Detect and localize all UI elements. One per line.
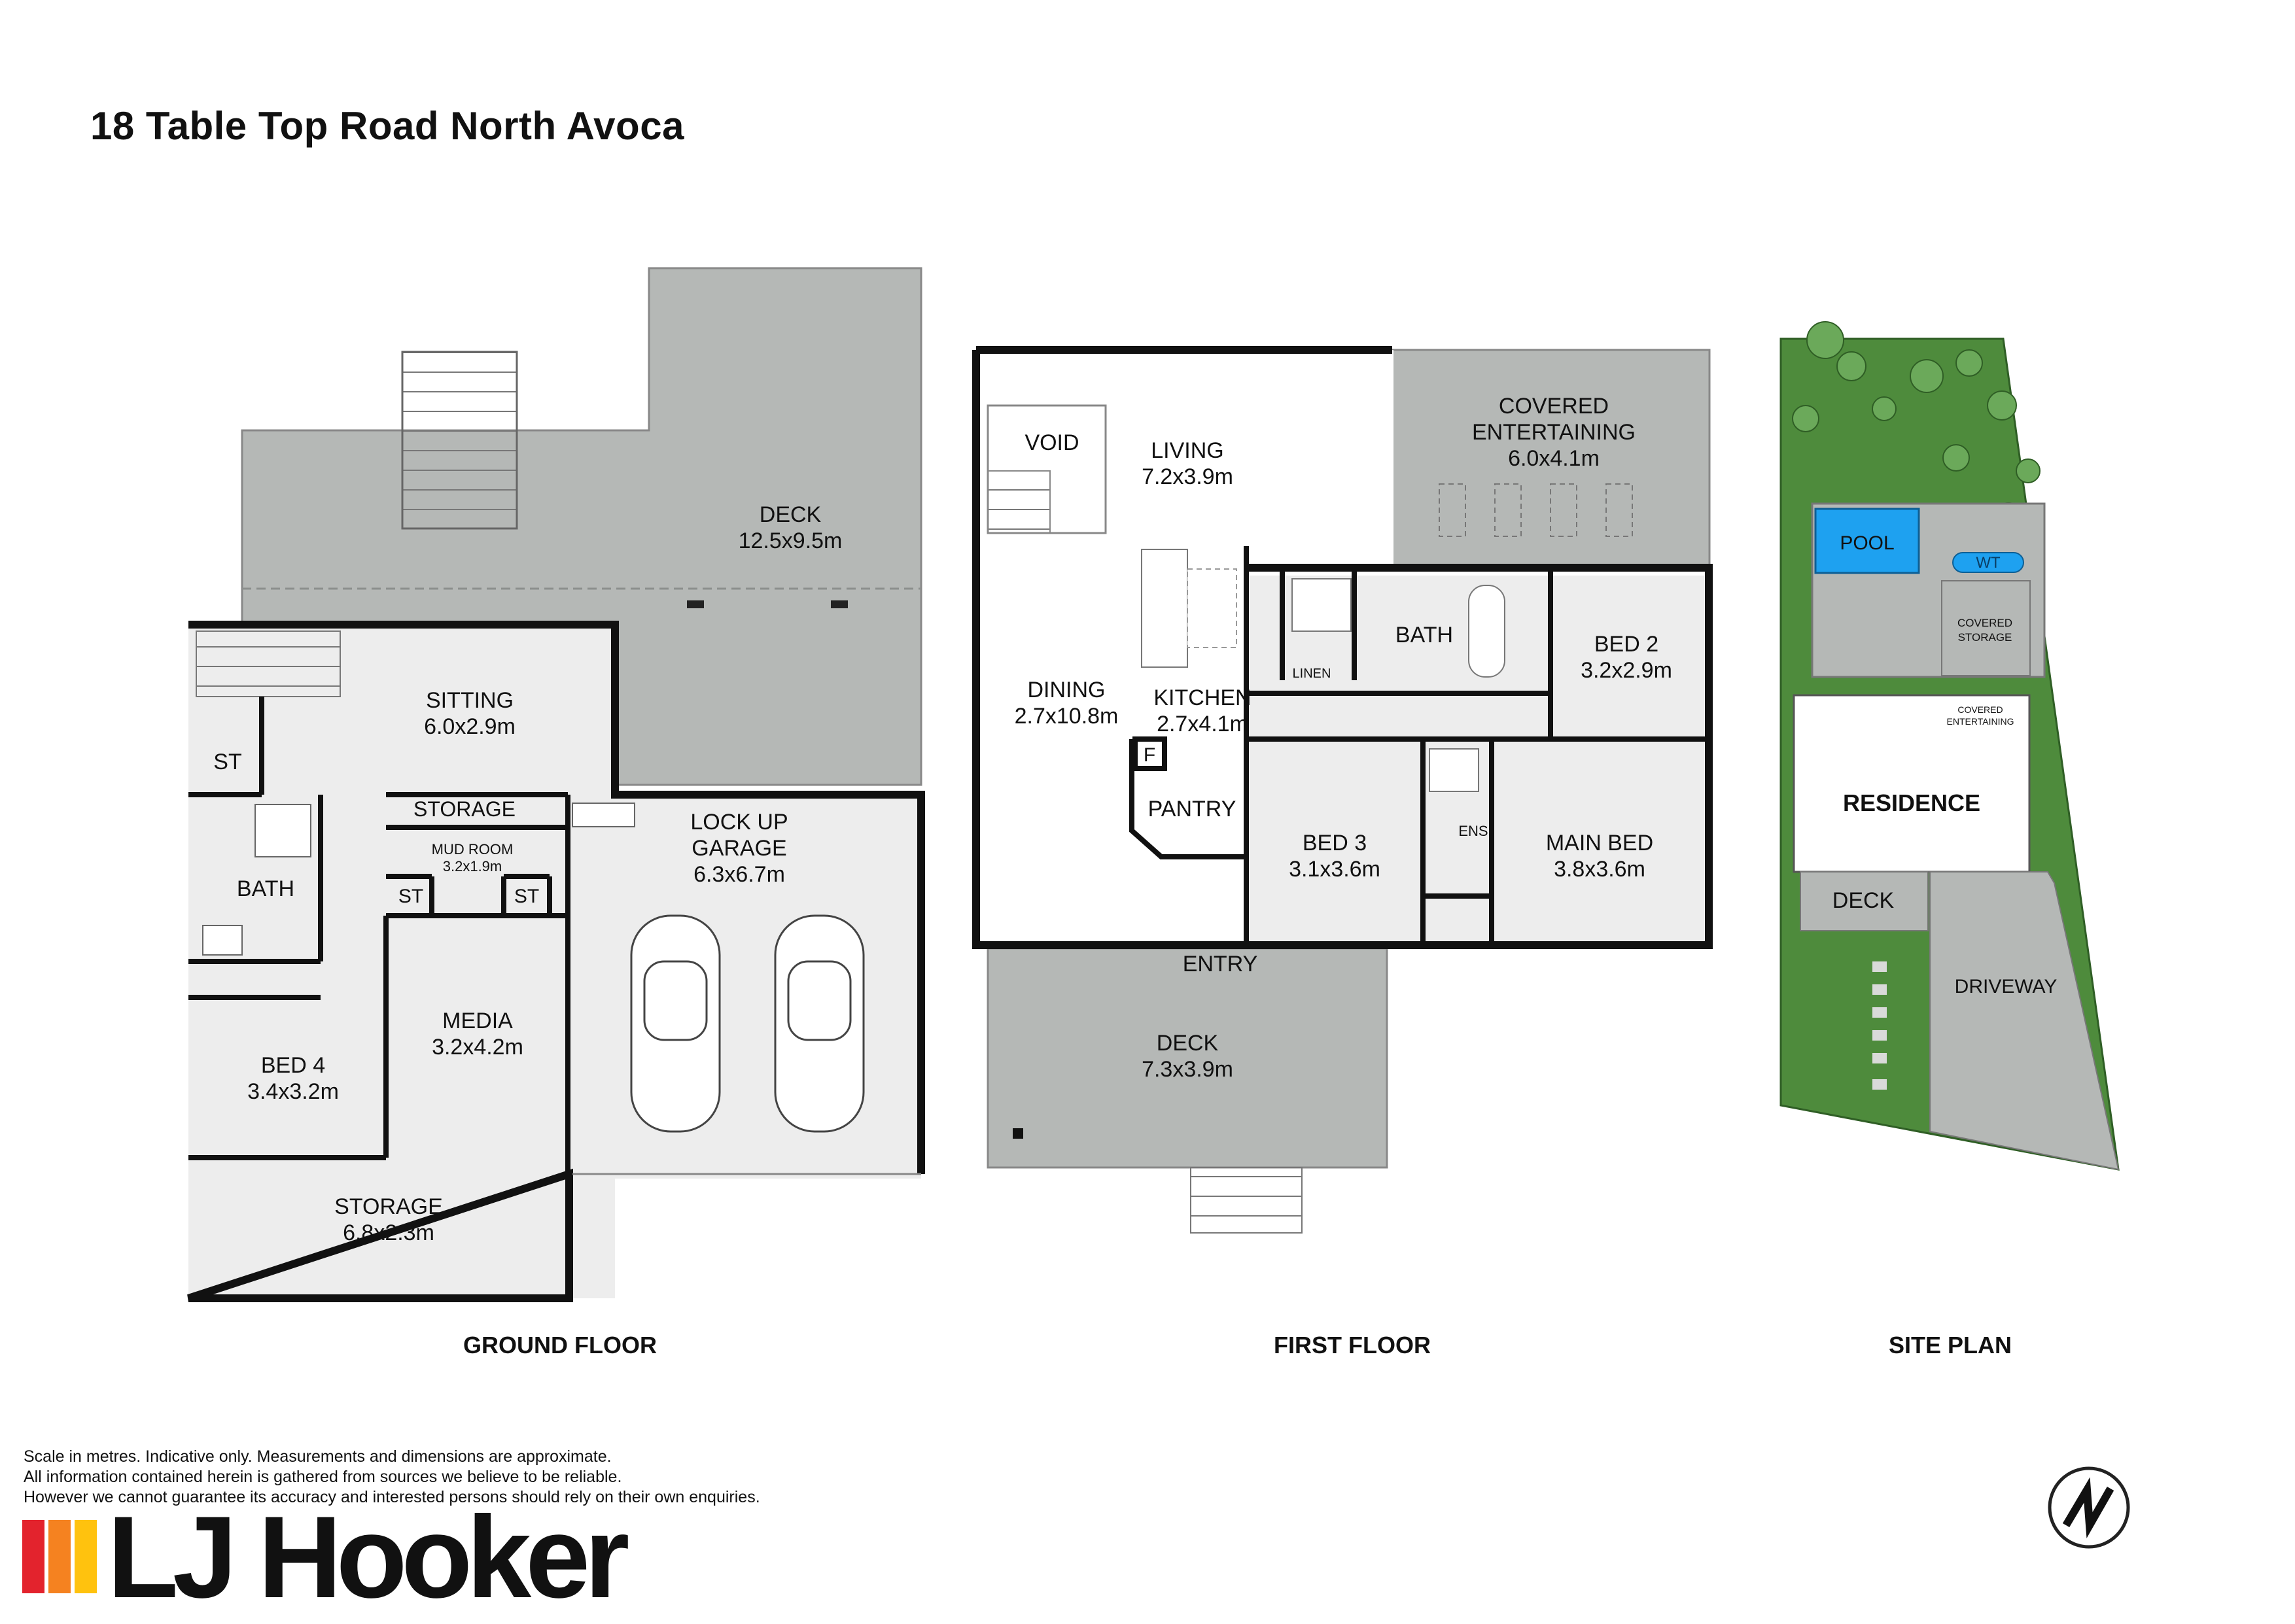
garage-car-left: [630, 914, 721, 1133]
covered-storage-2: STORAGE: [1958, 631, 2012, 644]
north-arrow-icon: [2048, 1466, 2130, 1549]
bed3-size: 3.1x3.6m: [1289, 857, 1380, 882]
main-bed-name: MAIN BED: [1546, 831, 1653, 855]
ground-outer-walls: [187, 621, 925, 1302]
site-driveway: [1929, 871, 2120, 1171]
covered-name-2: ENTERTAINING: [1472, 420, 1636, 445]
bed2-size: 3.2x2.9m: [1581, 658, 1672, 683]
ground-bath-label: BATH: [237, 876, 294, 901]
site-residence: [1793, 694, 2031, 873]
storage-size: 6.8x2.3m: [343, 1220, 434, 1245]
disclaimer-line: However we cannot guarantee its accuracy…: [24, 1488, 760, 1506]
mud-room-size: 3.2x1.9m: [443, 858, 502, 874]
main-bed-size: 3.8x3.6m: [1554, 857, 1645, 882]
ground-floor-plan: DECK 12.5x9.5m SITTING 6.0x2.9m ST STORA…: [187, 267, 925, 1302]
driveway-label: DRIVEWAY: [1955, 976, 2058, 997]
entry-label: ENTRY: [1183, 952, 1258, 976]
covered-ent-2: ENTERTAINING: [1947, 716, 2014, 727]
covered-name-1: COVERED: [1499, 394, 1609, 419]
dining-name: DINING: [1028, 678, 1106, 702]
first-outer-walls: [972, 346, 1713, 949]
bed4-size: 3.4x3.2m: [247, 1079, 339, 1104]
first-deck-size: 7.3x3.9m: [1142, 1057, 1233, 1082]
living-name: LIVING: [1151, 438, 1223, 463]
disclaimer-line: Scale in metres. Indicative only. Measur…: [24, 1447, 612, 1466]
mud-room-name: MUD ROOM: [432, 841, 514, 857]
ground-rear-stairs: [401, 351, 518, 530]
covered-storage-1: COVERED: [1957, 617, 2012, 629]
garage-car-right: [774, 914, 865, 1133]
disclaimer-line: All information contained herein is gath…: [24, 1468, 622, 1486]
covered-ent-1: COVERED: [1957, 704, 2003, 715]
dining-size: 2.7x10.8m: [1015, 704, 1119, 729]
media-name: MEDIA: [442, 1009, 513, 1033]
kitchen-name: KITCHEN: [1153, 685, 1251, 710]
bed2-name: BED 2: [1594, 632, 1658, 657]
ground-deck-size: 12.5x9.5m: [739, 528, 843, 553]
garage-name-1: LOCK UP: [690, 810, 788, 835]
ens-label: ENS: [1458, 823, 1488, 839]
media-size: 3.2x4.2m: [432, 1035, 523, 1060]
living-size: 7.2x3.9m: [1142, 464, 1233, 489]
first-deck-area: [987, 947, 1388, 1169]
bed3-name: BED 3: [1303, 831, 1367, 855]
storage-name: STORAGE: [334, 1194, 443, 1219]
disclaimer: Scale in metres. Indicative only. Measur…: [24, 1447, 760, 1508]
ground-deck-name: DECK: [760, 502, 822, 527]
wt-label: WT: [1976, 554, 2001, 572]
first-floor-plan: VOID LIVING 7.2x3.9m COVERED ENTERTAININ…: [972, 346, 1713, 1234]
garage-name-2: GARAGE: [692, 836, 786, 861]
sitting-size: 6.0x2.9m: [424, 714, 516, 739]
site-plan: POOL WT COVERED STORAGE COVERED ENTERTAI…: [1779, 321, 2120, 1171]
first-deck-name: DECK: [1157, 1031, 1219, 1056]
fridge-label: F: [1144, 744, 1155, 766]
ground-floor-label: GROUND FLOOR: [463, 1332, 657, 1358]
void-label: VOID: [1025, 430, 1079, 455]
storage-small-label: STORAGE: [413, 797, 516, 821]
site-plan-label: SITE PLAN: [1888, 1332, 2012, 1358]
pool-label: POOL: [1840, 532, 1894, 554]
covered-size: 6.0x4.1m: [1508, 446, 1600, 471]
page-title: 18 Table Top Road North Avoca: [90, 104, 684, 148]
logo-bars-icon: [22, 1520, 114, 1593]
first-bath-label: BATH: [1395, 623, 1453, 648]
sitting-name: SITTING: [426, 688, 514, 713]
st1-label: ST: [213, 750, 241, 774]
pantry-label: PANTRY: [1148, 797, 1236, 821]
site-deck-label: DECK: [1832, 888, 1895, 913]
bed4-name: BED 4: [261, 1053, 325, 1078]
lj-hooker-logo: LJ Hooker: [22, 1499, 629, 1615]
kitchen-size: 2.7x4.1m: [1157, 712, 1248, 736]
linen-label: LINEN: [1293, 666, 1331, 681]
residence-label: RESIDENCE: [1843, 789, 1980, 816]
st3-label: ST: [514, 886, 539, 907]
st2-label: ST: [398, 886, 423, 907]
first-floor-label: FIRST FLOOR: [1274, 1332, 1431, 1358]
garage-size: 6.3x6.7m: [693, 862, 785, 887]
logo-text: LJ Hooker: [107, 1492, 629, 1622]
